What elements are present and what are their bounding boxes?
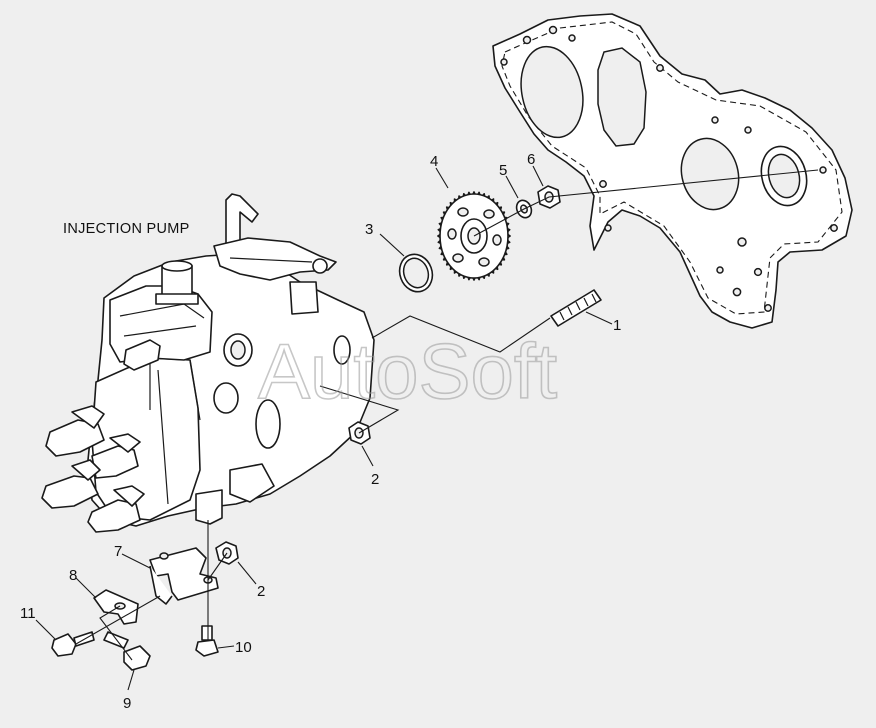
bolt-11 bbox=[51, 631, 95, 657]
callout-9: 9 bbox=[123, 695, 131, 712]
watermark: AutoSoft bbox=[258, 327, 558, 415]
injection-pump bbox=[41, 193, 375, 533]
assembly-lines bbox=[75, 169, 819, 661]
callout-3: 3 bbox=[365, 221, 373, 238]
gear-case-cover-plate bbox=[492, 13, 853, 329]
callout-2-flange-nut: 2 bbox=[371, 471, 379, 488]
bolt-10 bbox=[195, 625, 219, 657]
callout-6: 6 bbox=[527, 151, 535, 168]
callout-leaders bbox=[35, 165, 613, 691]
bolt-9 bbox=[103, 631, 151, 671]
callout-4: 4 bbox=[430, 153, 438, 170]
delivery-valve-holders bbox=[41, 405, 145, 533]
o-ring bbox=[398, 253, 434, 293]
callout-1: 1 bbox=[613, 317, 621, 334]
stud bbox=[550, 289, 602, 327]
callout-7: 7 bbox=[114, 543, 122, 560]
callout-11: 11 bbox=[20, 605, 36, 622]
diagram-title: INJECTION PUMP bbox=[63, 221, 190, 237]
callout-10: 10 bbox=[235, 639, 252, 656]
callout-2-bracket-nut: 2 bbox=[257, 583, 265, 600]
callout-5: 5 bbox=[499, 162, 507, 179]
callout-8: 8 bbox=[69, 567, 77, 584]
pump-bracket bbox=[149, 547, 219, 605]
